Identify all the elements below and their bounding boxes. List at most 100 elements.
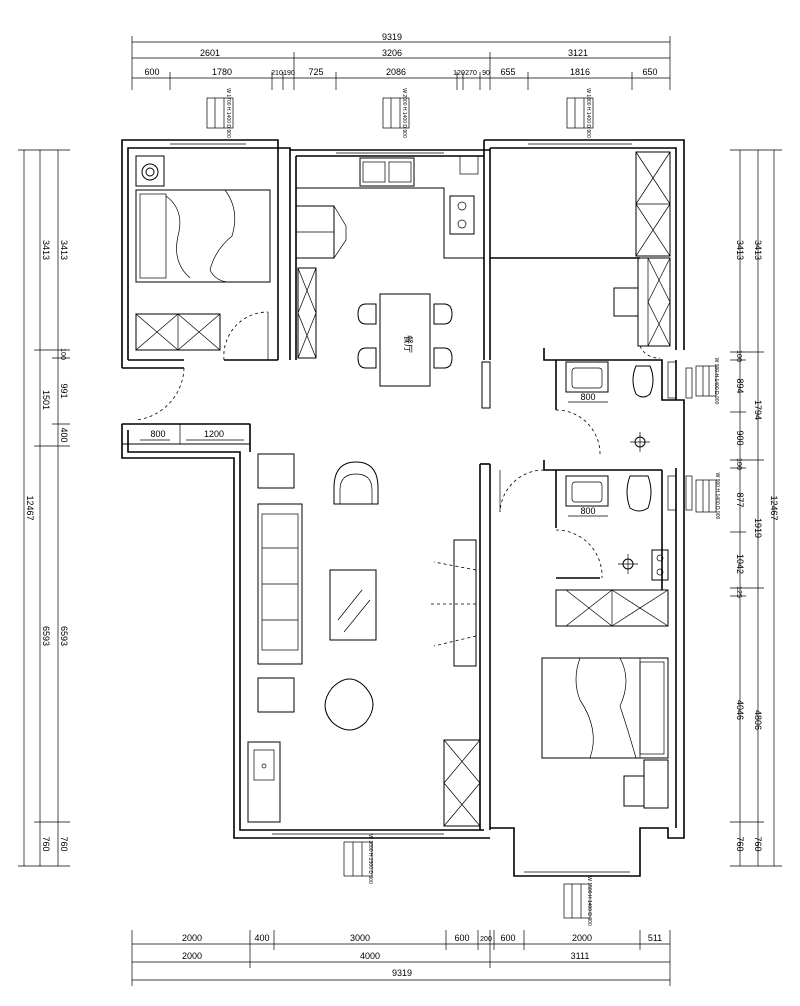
- dim-bottom-detail: 3000: [350, 933, 370, 943]
- dim-bottom-total: 9319: [392, 968, 412, 978]
- dim-bottom-detail: 2000: [572, 933, 592, 943]
- window-tags-top: W 1700 H 1400 D 900 W 2000 H 1400 D 900 …: [206, 88, 594, 138]
- window-tag: W 1500 H 1400 D 900: [586, 876, 592, 926]
- dim-right-mid: 1794: [753, 400, 763, 420]
- armchair: [333, 461, 379, 505]
- bedroom-right-bottom: [541, 589, 669, 809]
- dim-top-detail: 1780: [212, 67, 232, 77]
- dim-left-outer: 12467: [25, 495, 35, 520]
- dim-right-inner: 100: [735, 458, 742, 470]
- washbasin-1: [565, 361, 609, 393]
- window-tag: W 900 H 1400 D 900: [714, 473, 720, 520]
- dim-top-detail: 1816: [570, 67, 590, 77]
- dim-right-inner: 4046: [735, 700, 745, 720]
- dim-right-inner: 3413: [735, 240, 745, 260]
- living-cabinet: [247, 741, 281, 823]
- dim-top-detail: 650: [642, 67, 657, 77]
- bathrooms: 800 800: [499, 361, 677, 581]
- bed-right: [541, 657, 669, 759]
- living-room: 800 1200: [121, 423, 481, 827]
- bed-left: [135, 189, 271, 283]
- dim-bottom-detail: 400: [254, 933, 269, 943]
- dim-right-inner: 125: [735, 586, 742, 598]
- left-dimensions: 12467 3413 1501 6593 760 3413 100 991 40…: [18, 149, 70, 867]
- armchair: [324, 678, 374, 731]
- top-dimensions: 9319 2601 3206 3121 600 1780 210 190 725…: [131, 32, 671, 90]
- sofa: [257, 503, 303, 665]
- storage-cabinet: [443, 739, 481, 827]
- washbasin-2: [565, 475, 609, 507]
- toilet-1: [632, 365, 654, 398]
- toilet-2: [626, 475, 652, 512]
- window-tag: W 2000 H 1400 D 900: [401, 88, 407, 138]
- dim-left-inner: 760: [59, 836, 69, 851]
- dim-right-inner: 1042: [735, 554, 745, 574]
- cooktop: [449, 195, 475, 235]
- dim-left-inner: 991: [59, 383, 69, 398]
- cabinet-label: 800: [150, 429, 165, 439]
- dim-left-inner: 400: [59, 427, 69, 442]
- dim-right-mid: 760: [753, 836, 763, 851]
- dim-right-mid: 4806: [753, 710, 763, 730]
- dim-left-inner: 6593: [59, 626, 69, 646]
- dim-top-detail: 210: [271, 70, 283, 77]
- cabinet-label: 800: [580, 392, 595, 402]
- dim-left-inner: 3413: [59, 240, 69, 260]
- walls: [121, 139, 693, 877]
- dim-right-inner: 877: [735, 492, 745, 507]
- tv-cabinet: [453, 539, 477, 667]
- dim-bottom-detail: 2000: [182, 933, 202, 943]
- dim-right-mid: 3413: [753, 240, 763, 260]
- room-label-dining: 餐厅: [403, 335, 414, 353]
- kitchen-sink: [359, 157, 415, 187]
- dim-left-mid: 1501: [41, 390, 51, 410]
- window-tag: W 3000 H 2300 D 300: [367, 834, 373, 884]
- dim-top-detail: 725: [308, 67, 323, 77]
- cabinet-label: 1200: [204, 429, 224, 439]
- bottom-dimensions: 2000 400 3000 600 200 600 2000 511 2000 …: [131, 930, 671, 986]
- kitchen: 餐厅: [295, 155, 491, 409]
- dim-bottom-mid: 2000: [182, 951, 202, 961]
- dim-left-mid: 3413: [41, 240, 51, 260]
- side-table: [257, 677, 295, 713]
- bedroom-right-top: [613, 151, 671, 359]
- dim-right-mid: 1919: [753, 518, 763, 538]
- dim-top-detail: 655: [500, 67, 515, 77]
- window-tag: W 1700 H 1400 D 900: [225, 88, 231, 138]
- dim-top-mid: 3206: [382, 48, 402, 58]
- dim-right-outer: 12467: [769, 495, 779, 520]
- dim-bottom-mid: 4000: [360, 951, 380, 961]
- dim-left-inner: 100: [59, 348, 66, 360]
- dim-bottom-detail: 600: [500, 933, 515, 943]
- dim-right-inner: 894: [735, 378, 745, 393]
- window-tag: W 1800 H 1400 D 900: [585, 88, 591, 138]
- dim-right-inner: 760: [735, 836, 745, 851]
- window-tag: W 900 H 1400 D 900: [713, 358, 719, 405]
- dim-top-mid: 2601: [200, 48, 220, 58]
- dim-top-detail: 190: [283, 70, 295, 77]
- dim-bottom-mid: 3111: [571, 951, 590, 961]
- cabinet-label: 800: [580, 506, 595, 516]
- dim-top-detail: 120: [453, 70, 465, 77]
- coffee-table: [329, 569, 377, 641]
- dim-left-mid: 760: [41, 836, 51, 851]
- right-dimensions: 12467 3413 1794 1919 4806 760 3413 100 8…: [730, 149, 782, 867]
- dim-top-detail: 270: [465, 70, 477, 77]
- dim-left-mid: 6593: [41, 626, 51, 646]
- dim-top-detail: 600: [144, 67, 159, 77]
- side-table: [257, 453, 295, 489]
- dim-top-mid: 3121: [568, 48, 588, 58]
- dim-top-detail: 90: [482, 70, 490, 77]
- dim-right-inner: 900: [735, 430, 745, 445]
- dim-right-inner: 100: [735, 350, 742, 362]
- dim-bottom-detail: 200: [480, 936, 492, 943]
- dim-bottom-detail: 511: [648, 933, 662, 943]
- dim-bottom-detail: 600: [454, 933, 469, 943]
- bedroom-left: [135, 155, 271, 421]
- shoe-cabinet: [121, 423, 251, 445]
- dining-table: [379, 293, 431, 387]
- dim-top-total: 9319: [382, 32, 402, 42]
- dim-top-detail: 2086: [386, 67, 406, 77]
- window-tags-lower: W 900 H 1400 D 900 W 900 H 1400 D 900 W …: [343, 358, 720, 926]
